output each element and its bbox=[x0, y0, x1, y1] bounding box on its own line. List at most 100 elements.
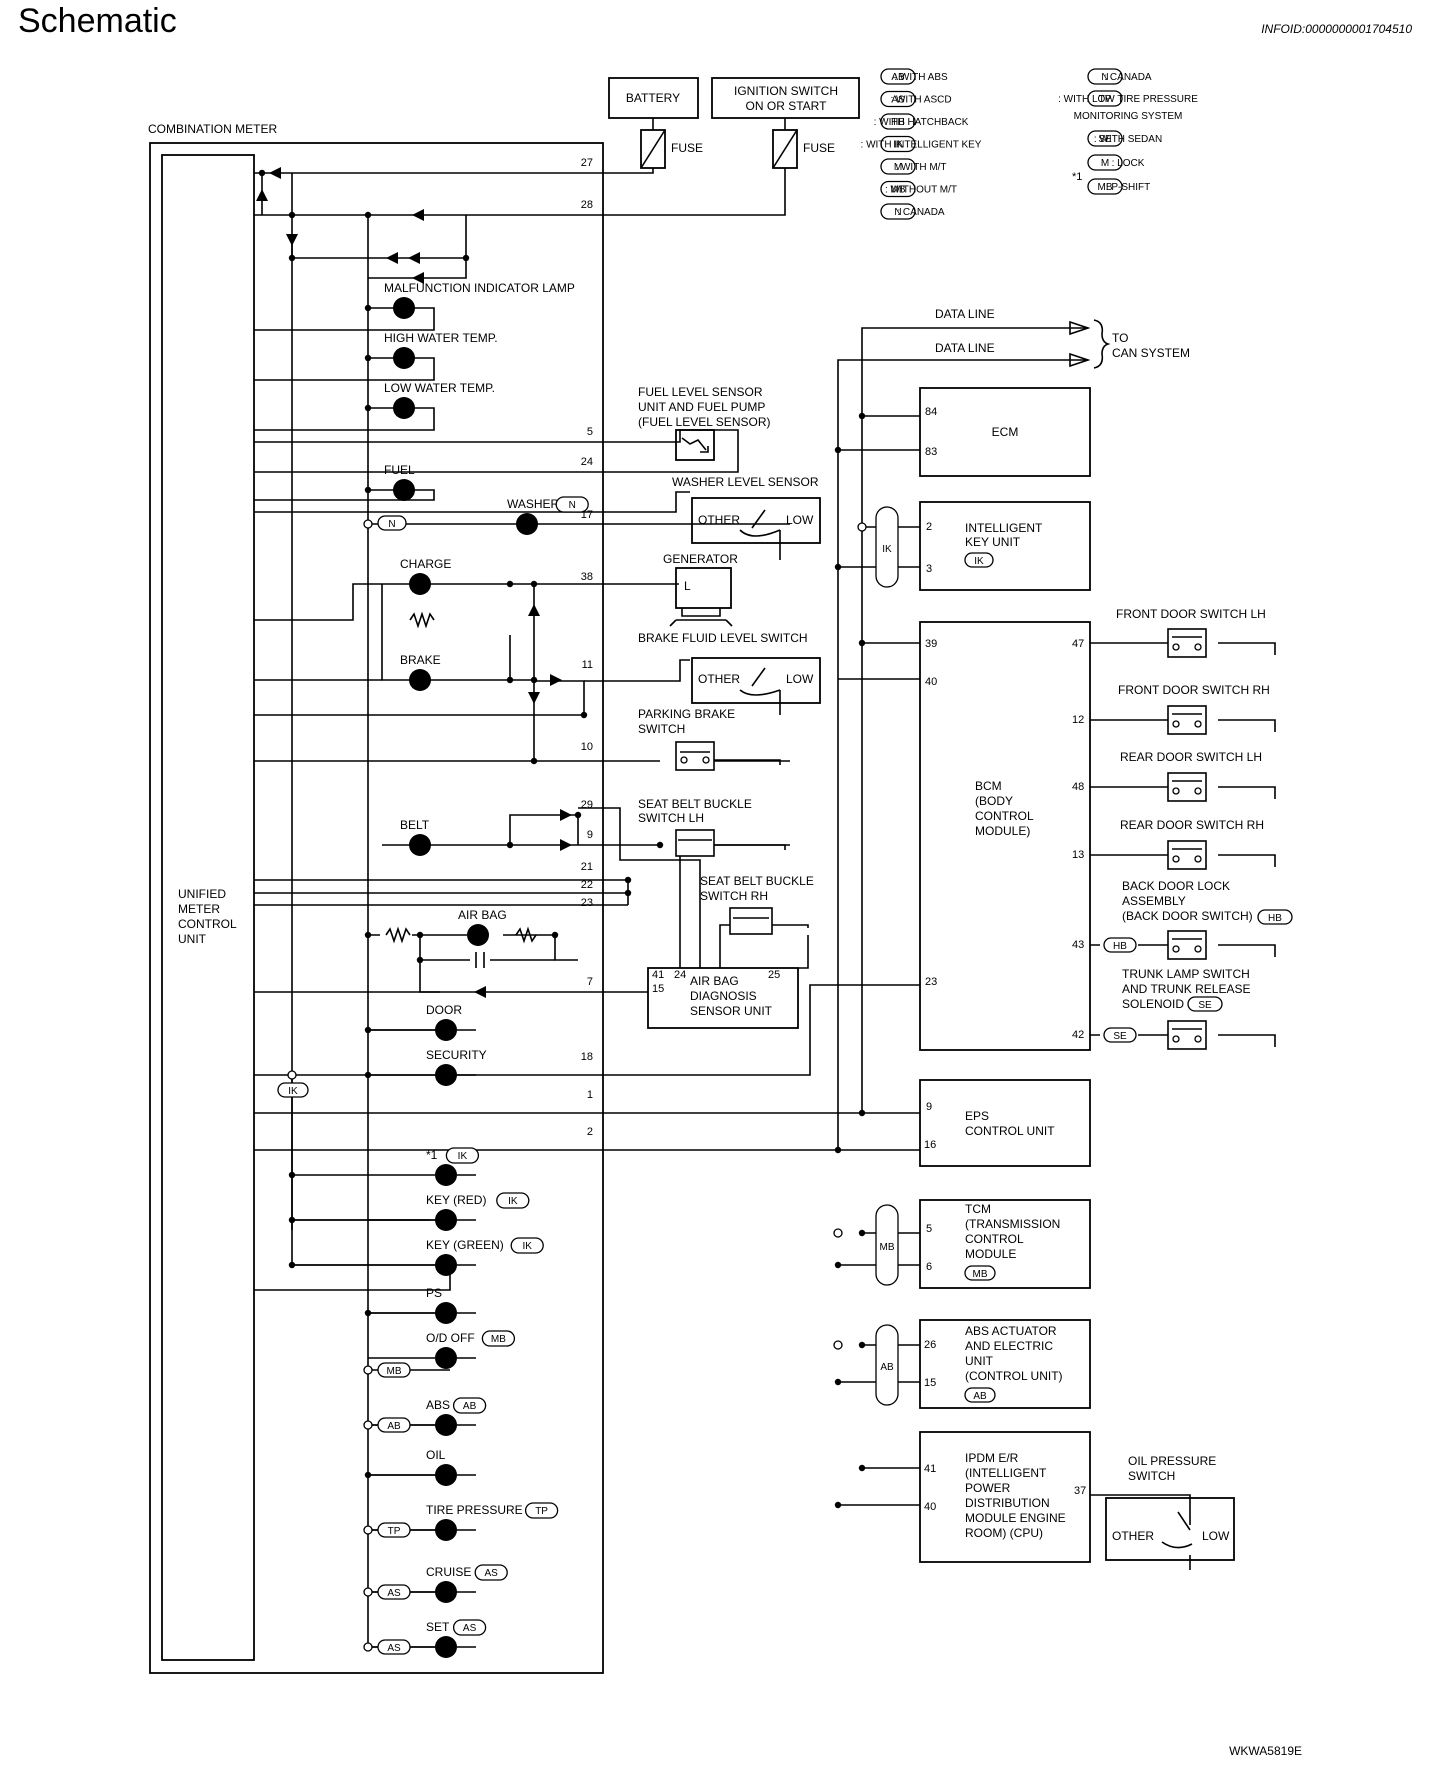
svg-text:DOOR: DOOR bbox=[426, 1003, 462, 1017]
legend-entry: N: CANADA bbox=[1087, 68, 1152, 85]
air-bag-diagnosis-sensor-unit: 41 24 15 25 AIR BAG DIAGNOSIS SENSOR UNI… bbox=[647, 967, 799, 1029]
svg-text:(FUEL LEVEL SENSOR): (FUEL LEVEL SENSOR) bbox=[638, 415, 770, 429]
svg-text:41: 41 bbox=[924, 1463, 936, 1475]
svg-text:IK: IK bbox=[508, 1196, 518, 1207]
indicator-lamp: MALFUNCTION INDICATOR LAMP bbox=[384, 281, 575, 319]
svg-text:AS: AS bbox=[485, 1568, 499, 1579]
indicator-lamp: PS bbox=[426, 1286, 457, 1324]
svg-text:(TRANSMISSION: (TRANSMISSION bbox=[965, 1217, 1060, 1231]
ipdm-er-module: IPDM E/R (INTELLIGENT POWER DISTRIBUTION… bbox=[919, 1431, 1091, 1563]
svg-text:MODULE: MODULE bbox=[965, 1247, 1016, 1261]
abs-actuator-electric-unit: ABS ACTUATOR AND ELECTRIC UNIT (CONTROL … bbox=[919, 1319, 1091, 1409]
svg-text:SE: SE bbox=[1098, 134, 1112, 145]
svg-text:ASSEMBLY: ASSEMBLY bbox=[1122, 894, 1186, 908]
svg-text:BRAKE: BRAKE bbox=[400, 653, 441, 667]
svg-text:IK: IK bbox=[288, 1086, 298, 1097]
indicator-lamp: FUEL bbox=[384, 463, 415, 501]
svg-text:AND ELECTRIC: AND ELECTRIC bbox=[965, 1339, 1053, 1353]
info-id: INFOID:0000000001704510 bbox=[1261, 22, 1412, 36]
figure-code: WKWA5819E bbox=[1229, 1744, 1302, 1758]
svg-text:TIRE PRESSURE: TIRE PRESSURE bbox=[426, 1503, 523, 1517]
svg-text:SET: SET bbox=[426, 1620, 450, 1634]
svg-text:OTHER: OTHER bbox=[698, 513, 740, 527]
svg-text:UNIT AND FUEL PUMP: UNIT AND FUEL PUMP bbox=[638, 400, 765, 414]
intelligent-key-unit: INTELLIGENT KEY UNIT 2 3 IK bbox=[919, 501, 1091, 591]
svg-text:48: 48 bbox=[1072, 781, 1084, 793]
tcm-module: TCM (TRANSMISSION CONTROL MODULE 5 6 MB bbox=[919, 1199, 1091, 1289]
svg-text:LOW: LOW bbox=[786, 513, 814, 527]
svg-text:SE: SE bbox=[1113, 1031, 1127, 1042]
svg-text:GENERATOR: GENERATOR bbox=[663, 552, 738, 566]
svg-text:(INTELLIGENT: (INTELLIGENT bbox=[965, 1466, 1047, 1480]
fuse-2-label: FUSE bbox=[803, 141, 835, 155]
svg-text:47: 47 bbox=[1072, 638, 1084, 650]
svg-text:ABS ACTUATOR: ABS ACTUATOR bbox=[965, 1324, 1057, 1338]
indicator-lamp: KEY (RED)IK bbox=[426, 1192, 530, 1231]
svg-text:TO: TO bbox=[1112, 331, 1128, 345]
svg-text:LOW: LOW bbox=[786, 672, 814, 686]
seat-belt-buckle-switch-lh: SEAT BELT BUCKLE SWITCH LH bbox=[638, 797, 794, 865]
indicator-lamp: AIR BAG bbox=[458, 908, 507, 946]
front-door-switch-rh-label: FRONT DOOR SWITCH RH bbox=[1118, 683, 1270, 697]
svg-text:: CANADA: : CANADA bbox=[1104, 72, 1152, 83]
svg-text:6: 6 bbox=[926, 1261, 932, 1273]
svg-text:: LOCK: : LOCK bbox=[1112, 158, 1145, 169]
svg-text:MB: MB bbox=[891, 185, 906, 196]
svg-text:CAN SYSTEM: CAN SYSTEM bbox=[1112, 346, 1190, 360]
svg-text:MODULE ENGINE: MODULE ENGINE bbox=[965, 1511, 1066, 1525]
svg-text:12: 12 bbox=[1072, 714, 1084, 726]
svg-text:: P-SHIFT: : P-SHIFT bbox=[1106, 182, 1150, 193]
svg-text:AIR BAG: AIR BAG bbox=[690, 974, 739, 988]
page-title: Schematic bbox=[18, 2, 177, 40]
svg-text:HB: HB bbox=[1268, 913, 1282, 924]
svg-text:26: 26 bbox=[924, 1339, 936, 1351]
svg-text:BELT: BELT bbox=[400, 818, 430, 832]
svg-text:83: 83 bbox=[925, 446, 937, 458]
svg-text:IK: IK bbox=[882, 544, 892, 555]
legend-entry: AS: WITH ASCD bbox=[880, 90, 952, 108]
svg-text:TP: TP bbox=[1099, 94, 1112, 105]
svg-text:CONTROL: CONTROL bbox=[178, 917, 237, 931]
svg-text:IK: IK bbox=[522, 1241, 532, 1252]
svg-text:: WITH LOW TIRE PRESSURE: : WITH LOW TIRE PRESSURE bbox=[1058, 94, 1198, 105]
rear-door-switch-rh-label: REAR DOOR SWITCH RH bbox=[1120, 818, 1264, 832]
svg-text:N: N bbox=[894, 207, 901, 218]
legend-entry: M: LOCK bbox=[1087, 154, 1145, 171]
svg-text:SE: SE bbox=[1198, 1000, 1212, 1011]
svg-text:HB: HB bbox=[1113, 941, 1127, 952]
svg-text:INTELLIGENT: INTELLIGENT bbox=[965, 521, 1043, 535]
svg-text:MB: MB bbox=[880, 1242, 895, 1253]
meter-pin-number: 5 bbox=[587, 426, 593, 438]
svg-text:: WITH HATCHBACK: : WITH HATCHBACK bbox=[874, 117, 969, 128]
svg-text:UNIT: UNIT bbox=[965, 1354, 994, 1368]
washer-level-sensor: WASHER LEVEL SENSOR OTHER LOW bbox=[672, 475, 821, 575]
svg-text:84: 84 bbox=[925, 406, 937, 418]
svg-text:DATA LINE: DATA LINE bbox=[935, 341, 995, 355]
svg-text:BCM: BCM bbox=[975, 779, 1002, 793]
indicator-lamp: HIGH WATER TEMP. bbox=[384, 331, 498, 369]
meter-pin-number: 22 bbox=[581, 879, 593, 891]
meter-pin-number: 38 bbox=[581, 571, 593, 583]
svg-text:16: 16 bbox=[924, 1139, 936, 1151]
svg-text:: CANADA: : CANADA bbox=[897, 207, 945, 218]
svg-text:N: N bbox=[388, 519, 395, 530]
svg-text:IK: IK bbox=[974, 556, 984, 567]
legend-entry: TP: WITH LOW TIRE PRESSURE bbox=[1058, 90, 1198, 107]
svg-text:SWITCH: SWITCH bbox=[638, 722, 685, 736]
legend-entry: AB: WITH ABS bbox=[880, 68, 948, 85]
svg-text:(BODY: (BODY bbox=[975, 794, 1013, 808]
combination-meter-box bbox=[149, 142, 604, 1674]
svg-text:: WITH ASCD: : WITH ASCD bbox=[890, 95, 951, 106]
svg-text:MB: MB bbox=[973, 1269, 988, 1280]
svg-text:M: M bbox=[894, 162, 902, 173]
svg-text:SWITCH: SWITCH bbox=[1128, 1469, 1175, 1483]
svg-text:AIR BAG: AIR BAG bbox=[458, 908, 507, 922]
svg-text:N: N bbox=[1101, 72, 1108, 83]
meter-pin-number: 9 bbox=[587, 829, 593, 841]
junction-dots bbox=[258, 169, 867, 1652]
capacitor bbox=[475, 952, 485, 968]
